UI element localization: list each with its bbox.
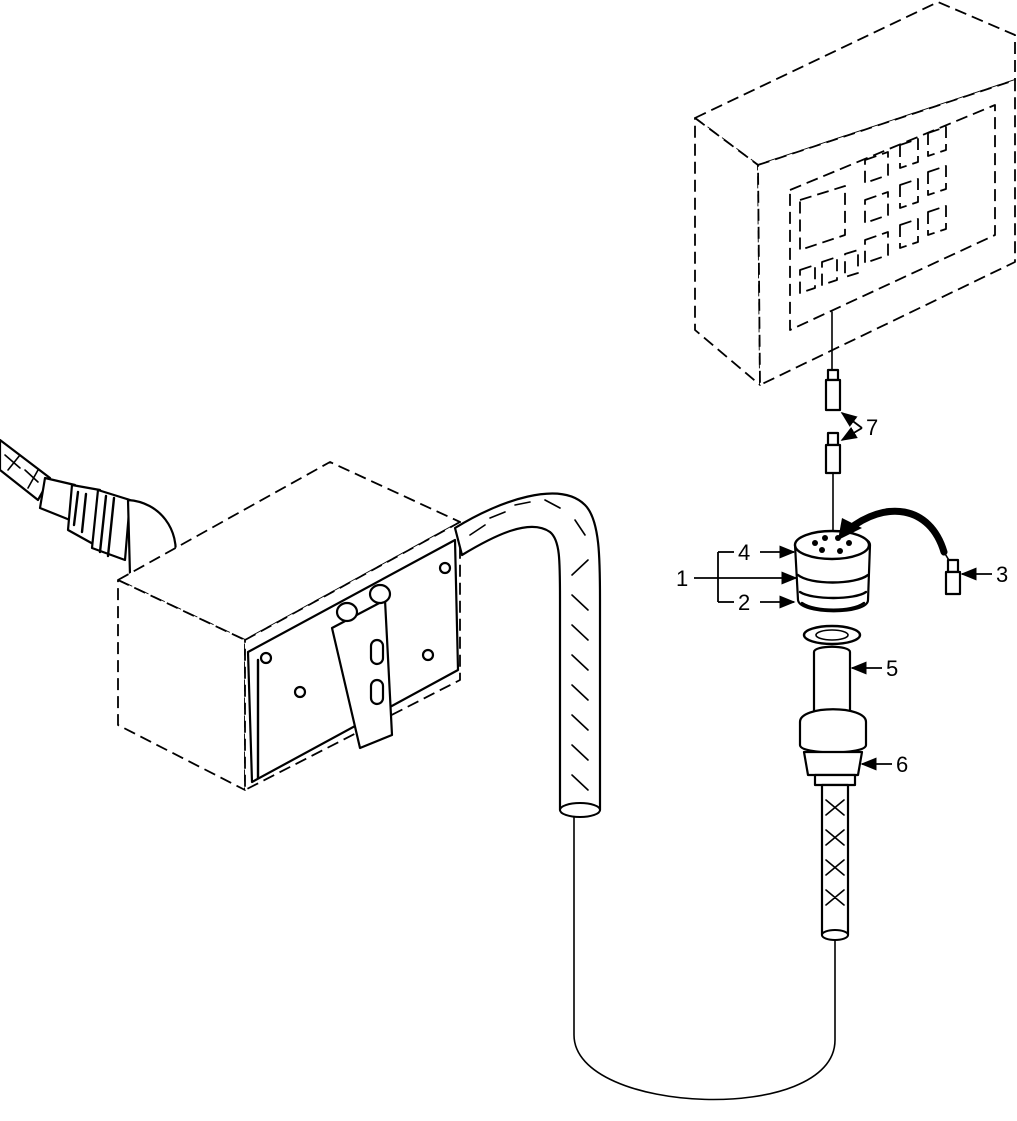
lower-cable <box>820 783 850 941</box>
callout-label-6: 6 <box>896 752 908 777</box>
callout-label-1: 1 <box>676 566 688 591</box>
curved-cable <box>453 492 602 818</box>
callout-label-3: 3 <box>996 562 1008 587</box>
left-cable <box>0 438 177 577</box>
callout-6: 6 <box>860 752 908 777</box>
callout-7: 7 <box>840 412 878 441</box>
sleeve <box>802 624 862 717</box>
callout-3: 3 <box>960 562 1008 587</box>
wire-loop <box>573 814 836 1101</box>
removed-contact-pin <box>943 551 962 596</box>
callout-label-5: 5 <box>886 656 898 681</box>
mounting-bracket <box>246 538 460 784</box>
callout-label-2: 2 <box>738 590 750 615</box>
callout-1-2-4: 4 1 2 <box>676 540 798 615</box>
callout-label-4: 4 <box>738 540 750 565</box>
contact-pins <box>824 368 842 531</box>
back-shell <box>798 708 868 787</box>
connector-shell <box>793 529 872 613</box>
panel-housing <box>694 1 1016 386</box>
callout-label-7: 7 <box>866 415 878 440</box>
callout-5: 5 <box>850 656 898 681</box>
